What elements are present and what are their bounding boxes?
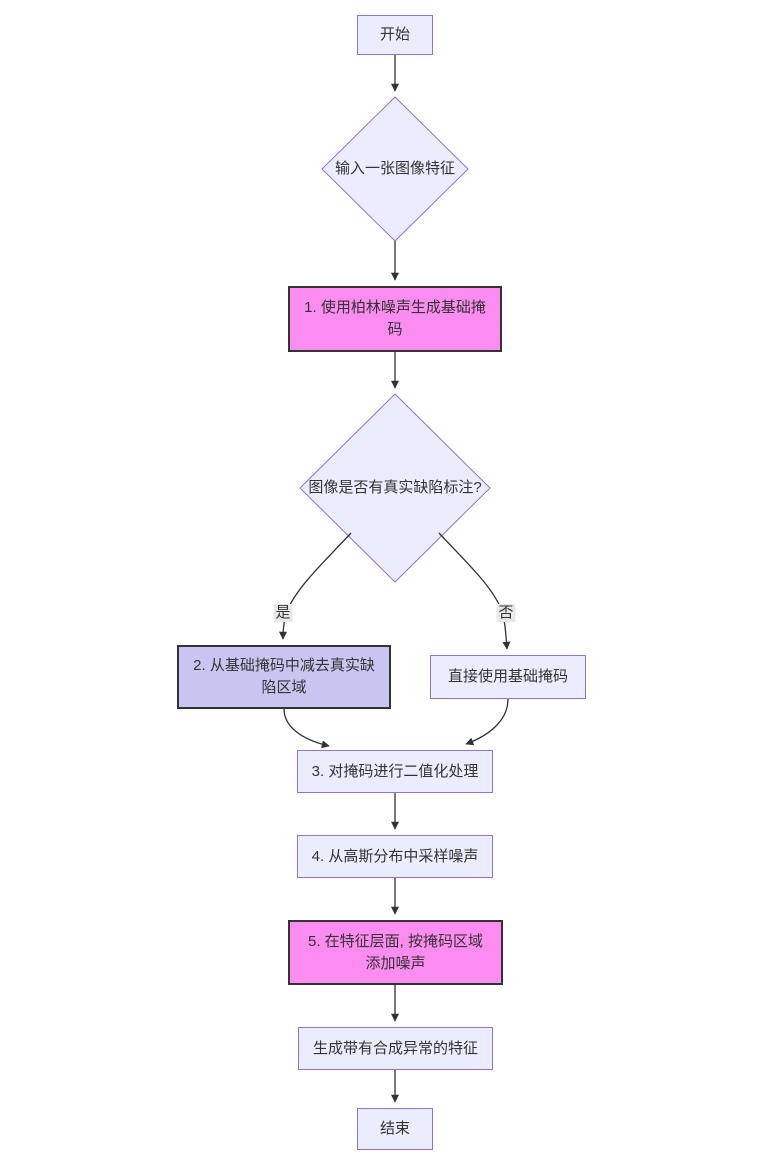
node-start-label: 开始 [379,26,410,43]
edge-decision-no [438,532,511,650]
node-output: 生成带有合成异常的特征 [298,1027,493,1070]
node-start: 开始 [357,15,433,55]
node-step1-label: 1. 使用柏林噪声生成基础掩 码 [304,299,486,338]
edge-decision-yes [279,532,352,640]
node-end: 结束 [357,1108,433,1150]
edge-label-no: 否 [496,604,516,622]
node-step3-label: 3. 对掩码进行二值化处理 [311,762,479,780]
edge-usebase-to-step3 [465,698,509,746]
edge-step2-to-step3 [283,708,330,749]
node-step3: 3. 对掩码进行二值化处理 [297,750,493,793]
input-diamond-shape [321,96,469,242]
node-step5-label: 5. 在特征层面, 按掩码区域 添加噪声 [307,932,483,972]
node-end-label: 结束 [379,1120,410,1137]
node-use-base-label: 直接使用基础掩码 [447,668,568,685]
node-step5: 5. 在特征层面, 按掩码区域 添加噪声 [288,920,503,985]
node-step4-label: 4. 从高斯分布中采样噪声 [311,847,479,865]
node-step2-label: 2. 从基础掩码中减去真实缺 陷区域 [193,657,375,696]
node-step1: 1. 使用柏林噪声生成基础掩 码 [288,286,502,352]
edge-label-yes: 是 [273,604,293,622]
node-step2: 2. 从基础掩码中减去真实缺 陷区域 [177,645,391,709]
node-use-base: 直接使用基础掩码 [430,655,586,699]
node-step4: 4. 从高斯分布中采样噪声 [297,835,493,878]
node-output-label: 生成带有合成异常的特征 [312,1039,478,1057]
decision-diamond-shape [299,393,491,583]
